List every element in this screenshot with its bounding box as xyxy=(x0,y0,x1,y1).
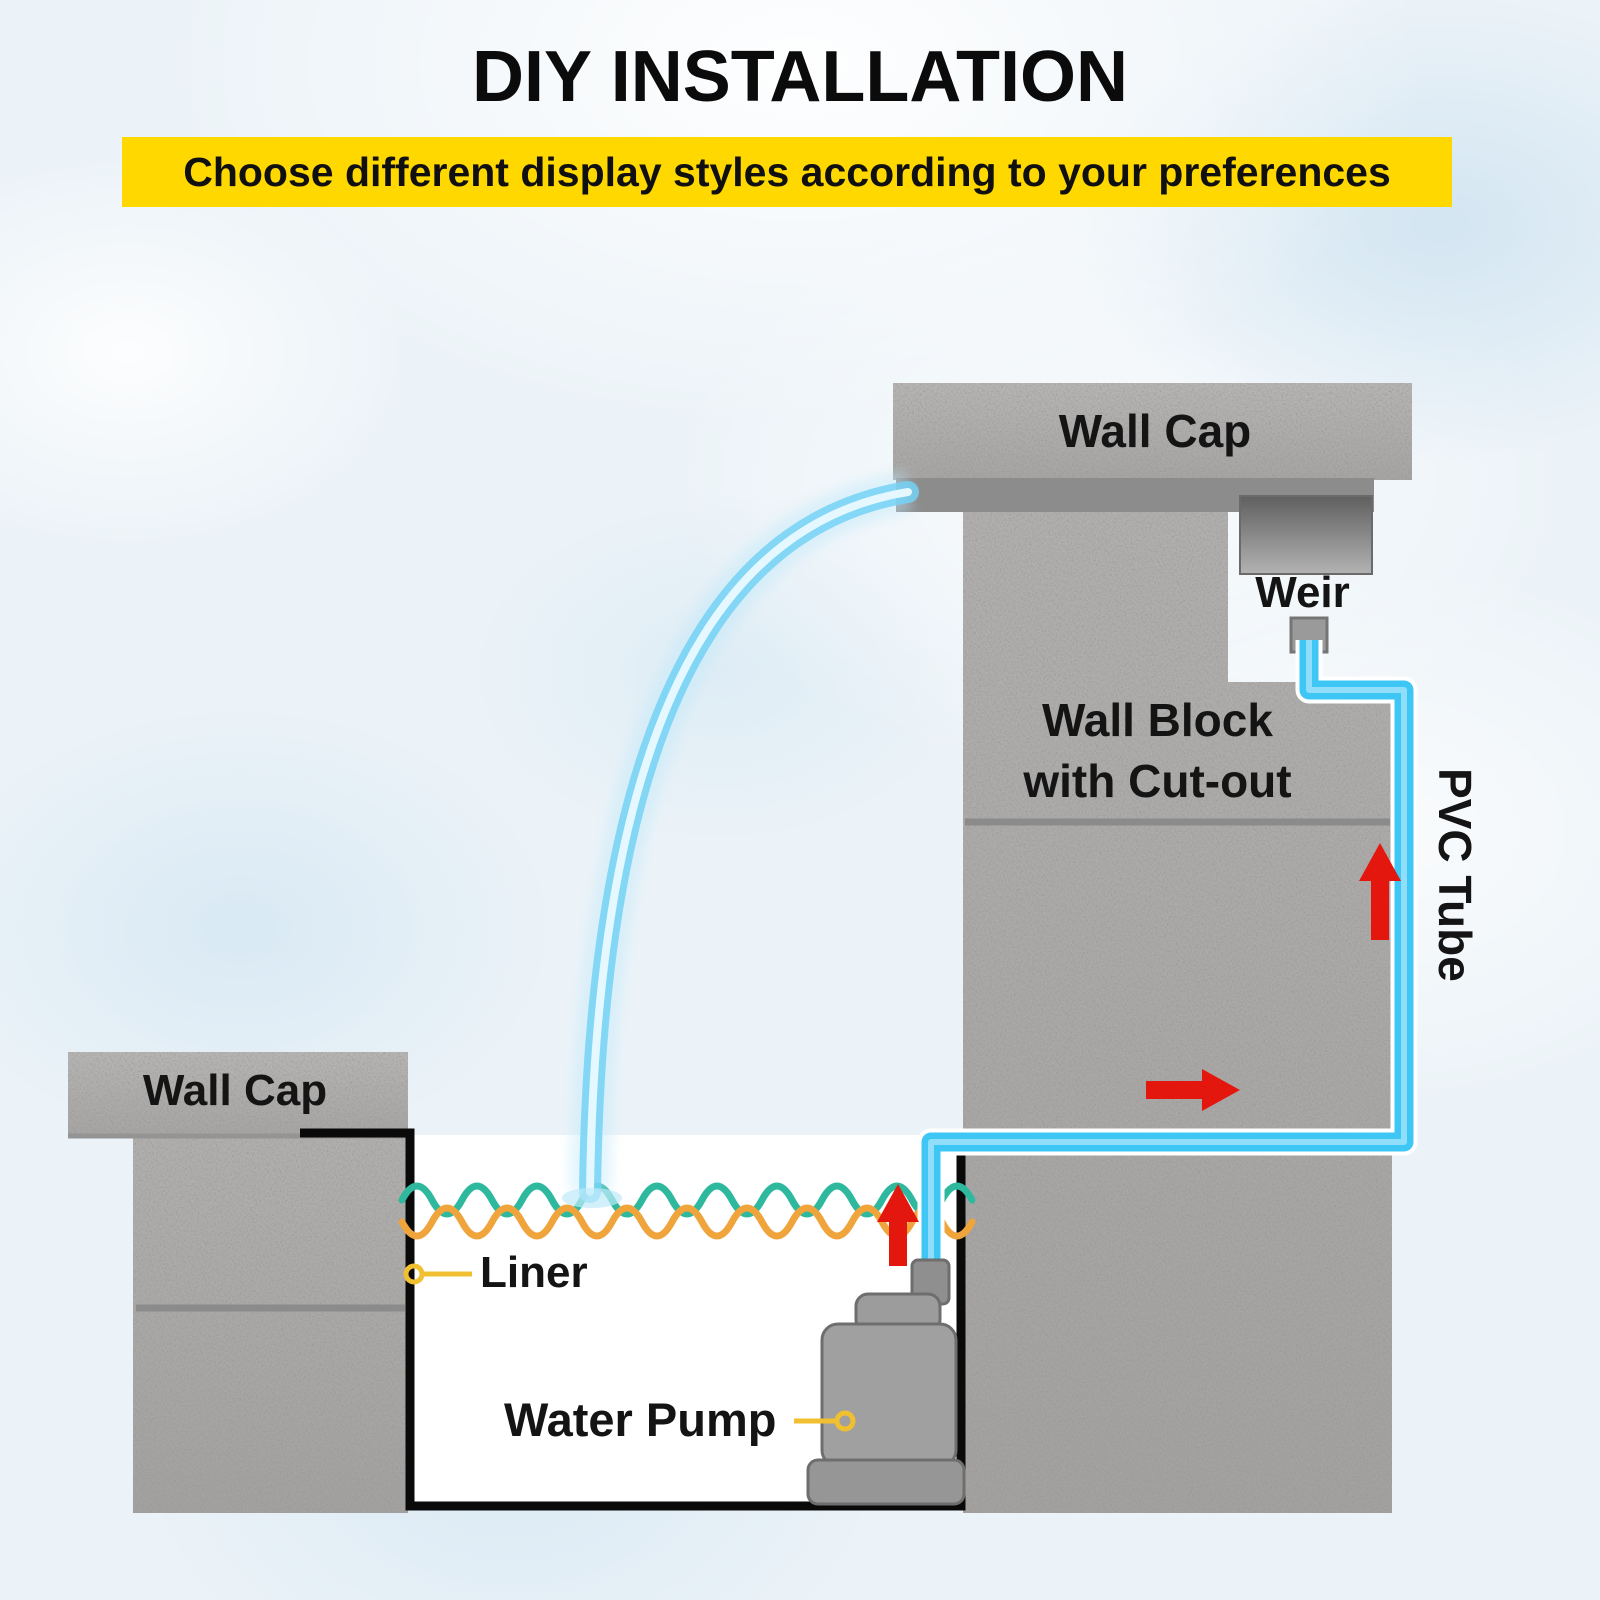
wall-block-label-line2: with Cut-out xyxy=(1023,754,1292,807)
pvc-tube-highlight xyxy=(928,640,1407,1286)
wall-block-label-line1: Wall Block xyxy=(1042,694,1273,746)
subtitle-text: Choose different display styles accordin… xyxy=(183,148,1391,195)
water-surface-wave-teal xyxy=(398,1182,976,1218)
weir-label: Weir xyxy=(1255,568,1350,617)
walls-group xyxy=(133,505,1392,1513)
wall-cap-top-label: Wall Cap xyxy=(1058,405,1252,457)
right-wall-cap xyxy=(893,383,1412,480)
pvc-tube xyxy=(917,640,1418,1286)
left-wall xyxy=(133,1135,408,1513)
wall-cap-left-label: Wall Cap xyxy=(142,1066,328,1115)
leader-lines xyxy=(403,1263,856,1432)
water-arc-glow xyxy=(569,471,912,1193)
page-title: DIY INSTALLATION xyxy=(472,37,1128,117)
water-arc xyxy=(562,471,919,1208)
wall-block-label: Wall Block with Cut-out xyxy=(985,690,1330,811)
flow-arrow-up-wall xyxy=(1359,843,1401,940)
liner-leader-dot xyxy=(403,1263,425,1285)
flow-arrow-right xyxy=(1146,1069,1240,1111)
wall-block-with-cutout xyxy=(963,505,1392,1513)
pump-base xyxy=(806,1458,966,1506)
flow-arrows xyxy=(877,843,1401,1266)
subtitle-banner: Choose different display styles accordin… xyxy=(122,137,1452,207)
water-arc-core xyxy=(586,488,912,1196)
weir-body xyxy=(1239,495,1373,575)
pump-leader-dot xyxy=(834,1410,856,1432)
liner-label: Liner xyxy=(480,1248,588,1297)
water-pump-label: Water Pump xyxy=(504,1393,777,1446)
pump-body xyxy=(820,1322,958,1468)
water-splash xyxy=(562,1188,622,1208)
pvc-tube-label: PVC Tube xyxy=(1429,768,1481,982)
flow-arrow-up-basin xyxy=(877,1184,919,1266)
water-pump xyxy=(806,1258,966,1506)
left-wall-cap xyxy=(68,1052,408,1137)
